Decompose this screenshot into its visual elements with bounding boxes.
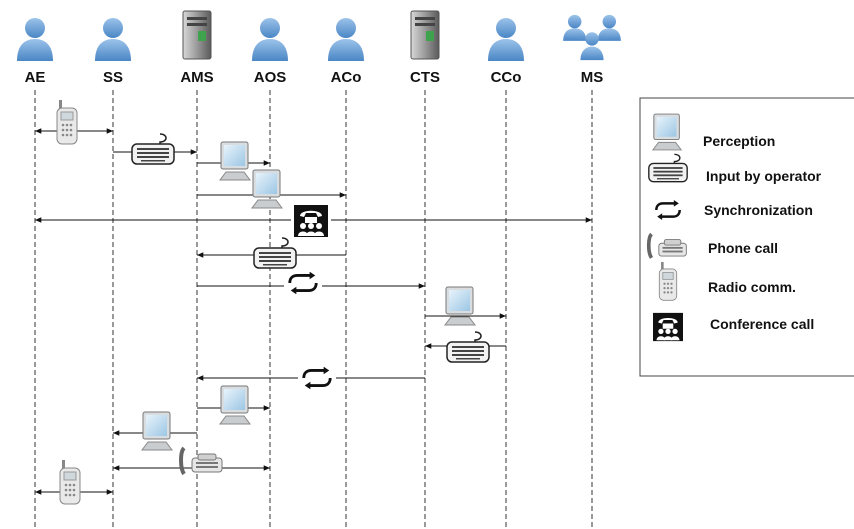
actor-label: ACo (331, 69, 362, 86)
person-icon (95, 18, 131, 61)
actor-aos: AOS (252, 18, 288, 86)
monitor-icon (652, 113, 682, 151)
message-ams-to-aco (197, 169, 346, 209)
group-icon (563, 14, 621, 61)
message-ss-to-ams (113, 133, 197, 165)
actor-label: MS (581, 69, 604, 86)
person-icon (17, 18, 53, 61)
person-icon (328, 18, 364, 61)
legend-item-monitor: Perception (652, 113, 775, 151)
radio-icon (56, 100, 78, 145)
message-cts-to-cco (425, 286, 506, 326)
message-aco-to-ams (197, 237, 346, 269)
message-cts-to-ams (197, 366, 425, 390)
message-ae-to-ms (35, 203, 592, 239)
legend-item-sync: Synchronization (654, 200, 813, 220)
server-icon (410, 10, 440, 60)
monitor-icon (444, 286, 476, 326)
keyboard-icon (446, 331, 490, 363)
messages (35, 100, 592, 505)
message-ae-to-ss (35, 460, 113, 505)
legend-item-radio: Radio comm. (658, 262, 796, 301)
legend-label: Radio comm. (708, 279, 796, 295)
actor-cts: CTS (410, 10, 440, 86)
actor-label: CTS (410, 69, 440, 86)
actor-ams: AMS (180, 10, 214, 86)
message-ams-to-cts (197, 271, 425, 295)
message-ss-to-aos (113, 446, 270, 476)
keyboard-icon (253, 237, 297, 269)
legend-item-phone: Phone call (646, 232, 778, 260)
legend-item-keyboard: Input by operator (648, 153, 822, 184)
radio-icon (59, 460, 81, 505)
message-ams-to-aos (197, 141, 270, 181)
phone-icon (179, 446, 224, 476)
message-ams-to-aos (197, 385, 270, 425)
legend-label: Input by operator (706, 168, 822, 184)
actor-ae: AE (17, 18, 53, 86)
message-cco-to-cts (425, 331, 506, 363)
keyboard-icon (131, 133, 175, 165)
actor-label: SS (103, 69, 123, 86)
legend-label: Perception (703, 133, 775, 149)
actor-cco: CCo (488, 18, 524, 86)
legend-item-conference: Conference call (653, 312, 814, 342)
legend-label: Phone call (708, 240, 778, 256)
actor-label: AE (25, 69, 46, 86)
actor-aco: ACo (328, 18, 364, 86)
message-ams-to-ss (113, 411, 197, 451)
person-icon (488, 18, 524, 61)
actor-label: AMS (180, 69, 213, 86)
legend-label: Synchronization (704, 202, 813, 218)
actor-ss: SS (95, 18, 131, 86)
monitor-icon (141, 411, 173, 451)
monitor-icon (251, 169, 283, 209)
person-icon (252, 18, 288, 61)
actors: AE SS AMS AOS ACo CTS CCo MS (17, 10, 621, 86)
legend-label: Conference call (710, 316, 814, 332)
message-ae-to-ss (35, 100, 113, 145)
monitor-icon (219, 385, 251, 425)
actor-label: AOS (254, 69, 287, 86)
lifelines (34, 90, 593, 529)
conference-icon (653, 312, 683, 342)
monitor-icon (219, 141, 251, 181)
actor-label: CCo (491, 69, 522, 86)
server-icon (182, 10, 212, 60)
conference-icon (294, 205, 328, 237)
actor-ms: MS (563, 14, 621, 86)
